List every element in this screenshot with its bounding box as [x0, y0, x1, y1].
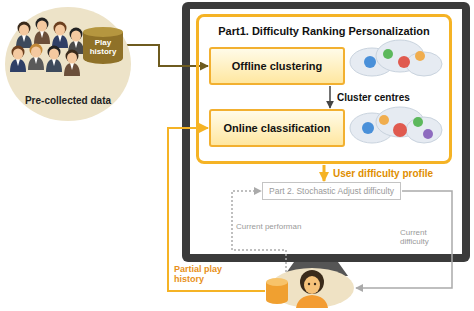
monitor-frame: [182, 2, 470, 262]
process-label: Online classification: [224, 122, 331, 134]
history-line: [168, 128, 265, 291]
connector-arrow: [323, 165, 326, 181]
performance-loop: [232, 191, 286, 272]
disabled-label: Part 2. Stochastic Adjust difficulty: [269, 186, 394, 196]
history-label: Partial play history: [174, 264, 252, 285]
panel-title: Part1. Difficulty Ranking Personalizatio…: [218, 25, 430, 37]
process-label: Offline clustering: [232, 60, 322, 72]
history-cylinder: [266, 278, 288, 304]
loop-label: Current difficulty: [400, 228, 446, 246]
database-cylinder: Play history: [82, 26, 124, 64]
group-label: Pre-collected data: [25, 95, 111, 106]
monitor: [182, 2, 470, 276]
cluster-cloud: [350, 40, 442, 76]
database-label: Play history: [82, 39, 124, 57]
process-box: Offline clustering: [209, 47, 345, 85]
difficulty-loop: [356, 191, 452, 288]
loop-label: Current performan: [236, 222, 301, 231]
monitor-screen: [190, 9, 462, 254]
disabled-box: Part 2. Stochastic Adjust difficulty: [262, 182, 401, 200]
edge-label: Cluster centres: [336, 92, 411, 103]
connector-arrow: [329, 86, 331, 108]
data-ellipse: Pre-collected data Play history: [4, 6, 132, 122]
process-box: Online classification: [209, 109, 345, 147]
profile-label: User difficulty profile: [332, 168, 434, 179]
part-panel: Part1. Difficulty Ranking Personalizatio…: [196, 14, 452, 164]
classification-cloud: [350, 107, 442, 143]
